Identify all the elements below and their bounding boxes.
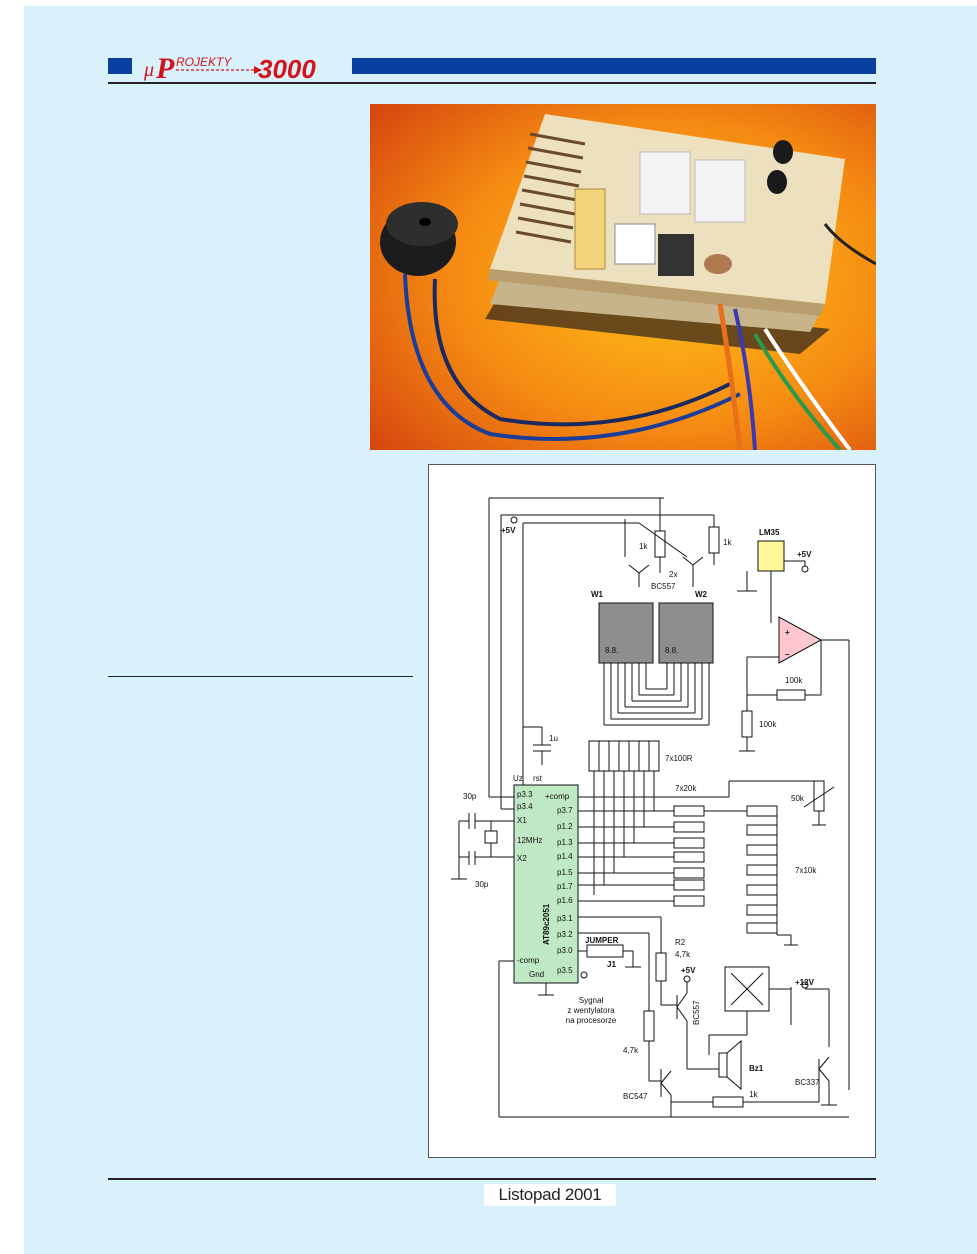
label-r1k-c: 1k	[749, 1090, 758, 1099]
label-r1k-a: 1k	[639, 542, 648, 551]
pin-p16: p1.6	[557, 896, 573, 905]
pin-p15: p1.5	[557, 868, 573, 877]
header-blue-bar	[352, 58, 876, 74]
pin-p14: p1.4	[557, 852, 573, 861]
pin-p33: p3.3	[517, 790, 533, 799]
pin-p34: p3.4	[517, 802, 533, 811]
label-plus5v-top: +5V	[501, 526, 516, 535]
label-w1: W1	[591, 590, 604, 599]
pin-p12: p1.2	[557, 822, 573, 831]
label-7x100r: 7x100R	[665, 754, 693, 763]
pin-p30: p3.0	[557, 946, 573, 955]
header-blue-square	[108, 58, 132, 74]
pin-comp-plus: +comp	[545, 792, 570, 801]
pin-comp-minus: -comp	[517, 956, 540, 965]
logo-p: P	[155, 52, 175, 85]
label-jumper: JUMPER	[585, 936, 619, 945]
label-2x: 2x	[669, 570, 677, 579]
label-cap-1u: 1u	[549, 734, 558, 743]
magazine-logo: μ P ROJEKTY 3000	[142, 46, 342, 86]
opamp-minus: –	[785, 650, 790, 659]
display-w1-digit: 8.8.	[605, 646, 618, 655]
label-pot-50k: 50k	[791, 794, 805, 803]
label-7x20k: 7x20k	[675, 784, 697, 793]
label-j1: J1	[607, 960, 616, 969]
pin-p31: p3.1	[557, 914, 573, 923]
label-bz1: Bz1	[749, 1064, 764, 1073]
pin-gnd: Gnd	[529, 970, 544, 979]
logo-number: 3000	[258, 54, 316, 84]
ic-name: AT89c2051	[542, 903, 551, 945]
logo-rojekty: ROJEKTY	[176, 55, 232, 69]
opamp-plus: +	[785, 628, 790, 637]
pin-p17: p1.7	[557, 882, 573, 891]
label-bc547: BC547	[623, 1092, 648, 1101]
label-plus5v-bot: +5V	[681, 966, 696, 975]
label-r1k-b: 1k	[723, 538, 732, 547]
footer-rule	[108, 1178, 876, 1180]
schematic-diagram: +5V 1k 1k 2x BC557 W1 W2 8.8. 8.8. LM35 …	[428, 464, 876, 1158]
label-r100k-a: 100k	[785, 676, 803, 685]
label-rst: rst	[533, 774, 543, 783]
label-c30p-b: 30p	[475, 880, 489, 889]
display-w2-digit: 8.8.	[665, 646, 678, 655]
pin-x1: X1	[517, 816, 527, 825]
pin-p35: p3.5	[557, 966, 573, 975]
logo-mu: μ	[143, 59, 154, 81]
header-rule	[108, 82, 876, 84]
label-r100k-b: 100k	[759, 720, 777, 729]
label-7x10k: 7x10k	[795, 866, 817, 875]
label-plus5v-lm: +5V	[797, 550, 812, 559]
photo-illustration	[370, 104, 876, 450]
circuit-board-photo	[370, 104, 876, 450]
issue-date: Listopad 2001	[484, 1184, 616, 1206]
pin-p13: p1.3	[557, 838, 573, 847]
label-xtal: 12MHz	[517, 836, 542, 845]
label-w2: W2	[695, 590, 708, 599]
label-bc337: BC337	[795, 1078, 820, 1087]
label-signal-2: z wentylatora	[567, 1006, 615, 1015]
pin-p37: p3.7	[557, 806, 573, 815]
column-rule	[108, 676, 413, 677]
pin-x2: X2	[517, 854, 527, 863]
label-r2-val: 4,7k	[675, 950, 691, 959]
label-signal-3: na procesorze	[566, 1016, 617, 1025]
label-plus12v: +12V	[795, 978, 815, 987]
label-c30p-a: 30p	[463, 792, 477, 801]
label-lm35: LM35	[759, 528, 780, 537]
label-signal-1: Sygnał	[579, 996, 604, 1005]
label-r2: R2	[675, 938, 686, 947]
pin-p32: p3.2	[557, 930, 573, 939]
label-bc557-bot: BC557	[692, 1000, 701, 1025]
label-r47k: 4,7k	[623, 1046, 639, 1055]
label-bc557-top: BC557	[651, 582, 676, 591]
label-uz: Uz	[513, 774, 523, 783]
